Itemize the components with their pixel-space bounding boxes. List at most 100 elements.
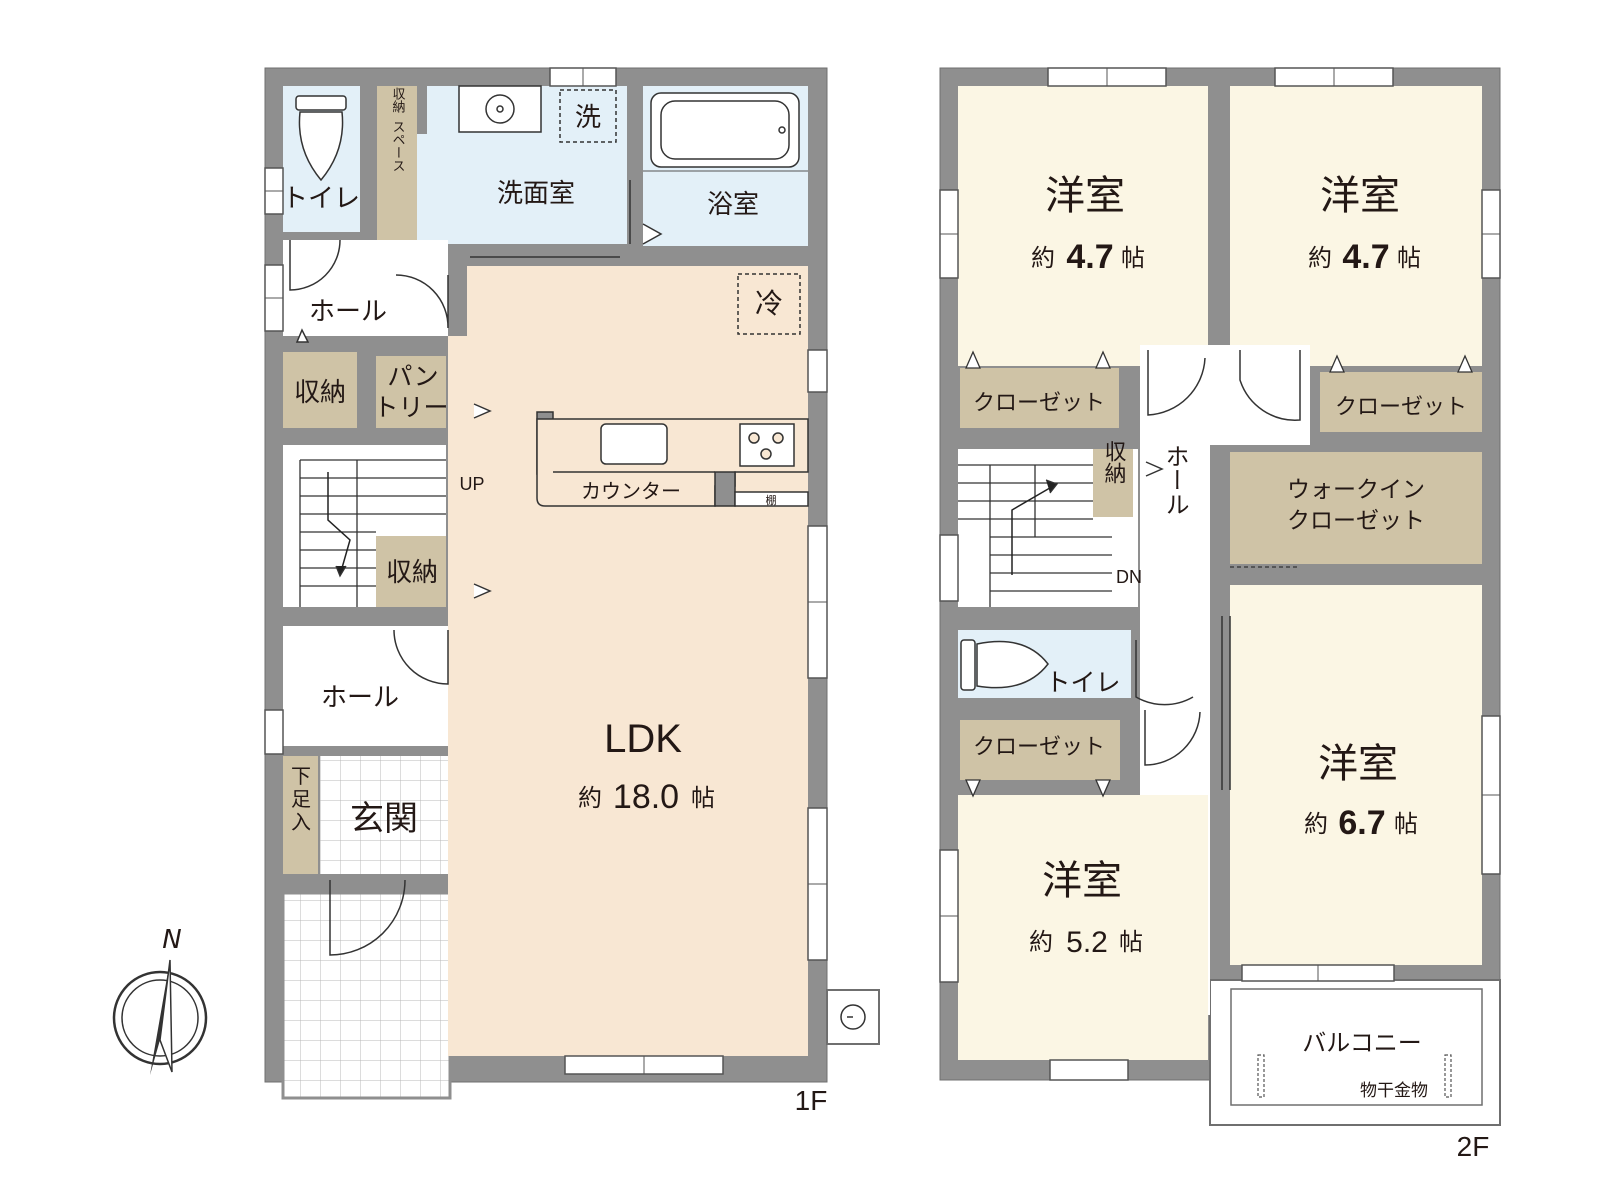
storage-2-label-1f: 収納	[386, 558, 438, 588]
ldk-notch-1f	[448, 336, 470, 1056]
wic-label-b: クローゼット	[1287, 508, 1425, 534]
fridge-label-1f: 冷	[755, 287, 783, 320]
bedroom-nw-name: 洋室	[1045, 173, 1125, 219]
storage-1-label-1f: 収納	[294, 378, 346, 408]
closet-sw-2f	[960, 720, 1120, 780]
wash-basin-1f	[458, 85, 542, 133]
bedroom-nw-size: 約 4.7 帖	[1031, 238, 1145, 276]
bed-sw-unit: 帖	[1119, 928, 1143, 956]
closet-sw-label: クローゼット	[973, 735, 1105, 760]
bed-sw-value: 5.2	[1066, 926, 1108, 959]
ldk-name-label: LDK	[604, 717, 682, 761]
bed-se-prefix: 約	[1304, 810, 1328, 838]
compass-north-label: N	[162, 925, 181, 955]
washroom-label-1f: 洗面室	[497, 179, 575, 209]
floor2-label: 2F	[1457, 1131, 1490, 1162]
hall-upper-1f	[283, 240, 448, 336]
closet-ne-2f	[1320, 372, 1482, 432]
wic-label-a: ウォークイン	[1287, 477, 1425, 503]
bedroom-ne-name: 洋室	[1320, 173, 1400, 219]
storage-2f	[1093, 449, 1133, 517]
washer-space-1f	[559, 89, 617, 143]
bed-ne-unit: 帖	[1397, 244, 1421, 272]
hall-lower-label-1f: ホール	[321, 683, 399, 713]
bedroom-se-name: 洋室	[1318, 741, 1398, 787]
bath-label-1f: 浴室	[707, 190, 759, 220]
entrance-label-1f: 玄関	[350, 799, 418, 839]
stairs-lines-1f	[299, 459, 446, 607]
bed-ne-value: 4.7	[1342, 238, 1389, 276]
storage-space-label-b: スペース	[390, 120, 406, 172]
kitchen-counter-1f	[536, 411, 809, 507]
bed-nw-unit: 帖	[1121, 244, 1145, 272]
bathtub-1f	[650, 92, 800, 168]
balcony-label: バルコニー	[1302, 1029, 1422, 1057]
bedroom-sw-name: 洋室	[1042, 858, 1122, 904]
storage-1-1f	[283, 352, 357, 428]
meter-icon	[826, 989, 880, 1045]
shoe-label-c: 入	[291, 810, 311, 834]
bedroom-se-size: 約 6.7 帖	[1304, 804, 1418, 842]
shoe-label-a: 下	[291, 764, 311, 788]
pantry-label-a: パン	[387, 362, 438, 391]
hall-upper-label-1f: ホール	[309, 297, 387, 327]
closet-ne-label: クローゼット	[1335, 395, 1467, 420]
bed-ne-prefix: 約	[1308, 244, 1332, 272]
bedroom-se-2f	[1230, 585, 1482, 965]
ldk-size-prefix: 約	[578, 784, 602, 812]
toilet-fixture-2f	[960, 639, 1049, 691]
drying-hardware-2f	[1257, 1054, 1452, 1098]
floor-2: 洋室 約 4.7 帖 洋室 約 4.7 帖 クローゼット クローゼット 収納 ホ…	[939, 67, 1501, 1162]
window-mullions-2f	[940, 68, 1500, 981]
doors-2f	[1135, 350, 1301, 790]
closet-nw-label: クローゼット	[973, 391, 1105, 416]
toilet-label-1f: トイレ	[282, 184, 360, 214]
storage-space-label-a: 収納	[390, 87, 406, 114]
floor1-label: 1F	[795, 1085, 828, 1116]
balcony-2f	[1230, 988, 1483, 1106]
hall-2f	[1140, 345, 1310, 445]
shoe-label-b: 足	[291, 787, 311, 811]
toilet-fixture-1f	[295, 95, 347, 182]
stairs-lines-2f	[958, 464, 1112, 607]
washer-label-1f: 洗	[575, 103, 601, 133]
bedroom-nw-2f	[958, 86, 1208, 366]
shelf-label-1f: 棚	[766, 493, 777, 507]
closet-nw-2f	[960, 368, 1119, 428]
ldk-size-value: 18.0	[613, 778, 679, 816]
porch	[281, 891, 452, 1100]
bed-se-value: 6.7	[1338, 804, 1385, 842]
bedroom-ne-2f	[1230, 86, 1482, 366]
bedroom-sw-2f	[958, 795, 1208, 1060]
ldk-size-label: 約 18.0 帖	[578, 778, 715, 816]
pantry-1f	[376, 356, 446, 428]
bed-se-unit: 帖	[1394, 810, 1418, 838]
pantry-label-b: トリー	[373, 393, 448, 422]
doors-1f	[289, 180, 663, 956]
drying-hardware-label: 物干金物	[1360, 1081, 1428, 1101]
wic-2f	[1230, 452, 1482, 564]
bedroom-sw-size: 約 5.2 帖	[1029, 926, 1143, 959]
washroom-notch	[417, 134, 429, 244]
bedroom-ne-size: 約 4.7 帖	[1308, 238, 1421, 276]
stairs-dn-label-2f: DN	[1116, 567, 1142, 587]
north-arrow-icon: N	[112, 925, 208, 1075]
fridge-space-1f	[737, 273, 801, 335]
closet-doors-2f	[965, 350, 1473, 798]
bed-nw-value: 4.7	[1066, 238, 1113, 276]
storage-label-2f-a: 収納	[1101, 440, 1127, 484]
ldk-1f	[467, 266, 808, 1056]
hall-label-2f: ホール	[1161, 444, 1189, 516]
toilet-label-2f: トイレ	[1045, 668, 1120, 697]
counter-label-1f: カウンター	[581, 479, 681, 503]
stairs-up-label-1f: UP	[459, 474, 484, 494]
bed-sw-prefix: 約	[1029, 928, 1053, 956]
entrance-1f	[320, 756, 448, 874]
storage-2-1f	[376, 536, 446, 607]
hall-lower-1f	[283, 626, 448, 746]
bed-nw-prefix: 約	[1031, 244, 1055, 272]
floor-1: トイレ 収納 スペース 洗面室 洗 浴室 冷 ホール 収納 パン トリー UP …	[264, 67, 880, 1116]
window-mullions-1f	[265, 68, 827, 1074]
ldk-size-unit: 帖	[691, 784, 715, 812]
